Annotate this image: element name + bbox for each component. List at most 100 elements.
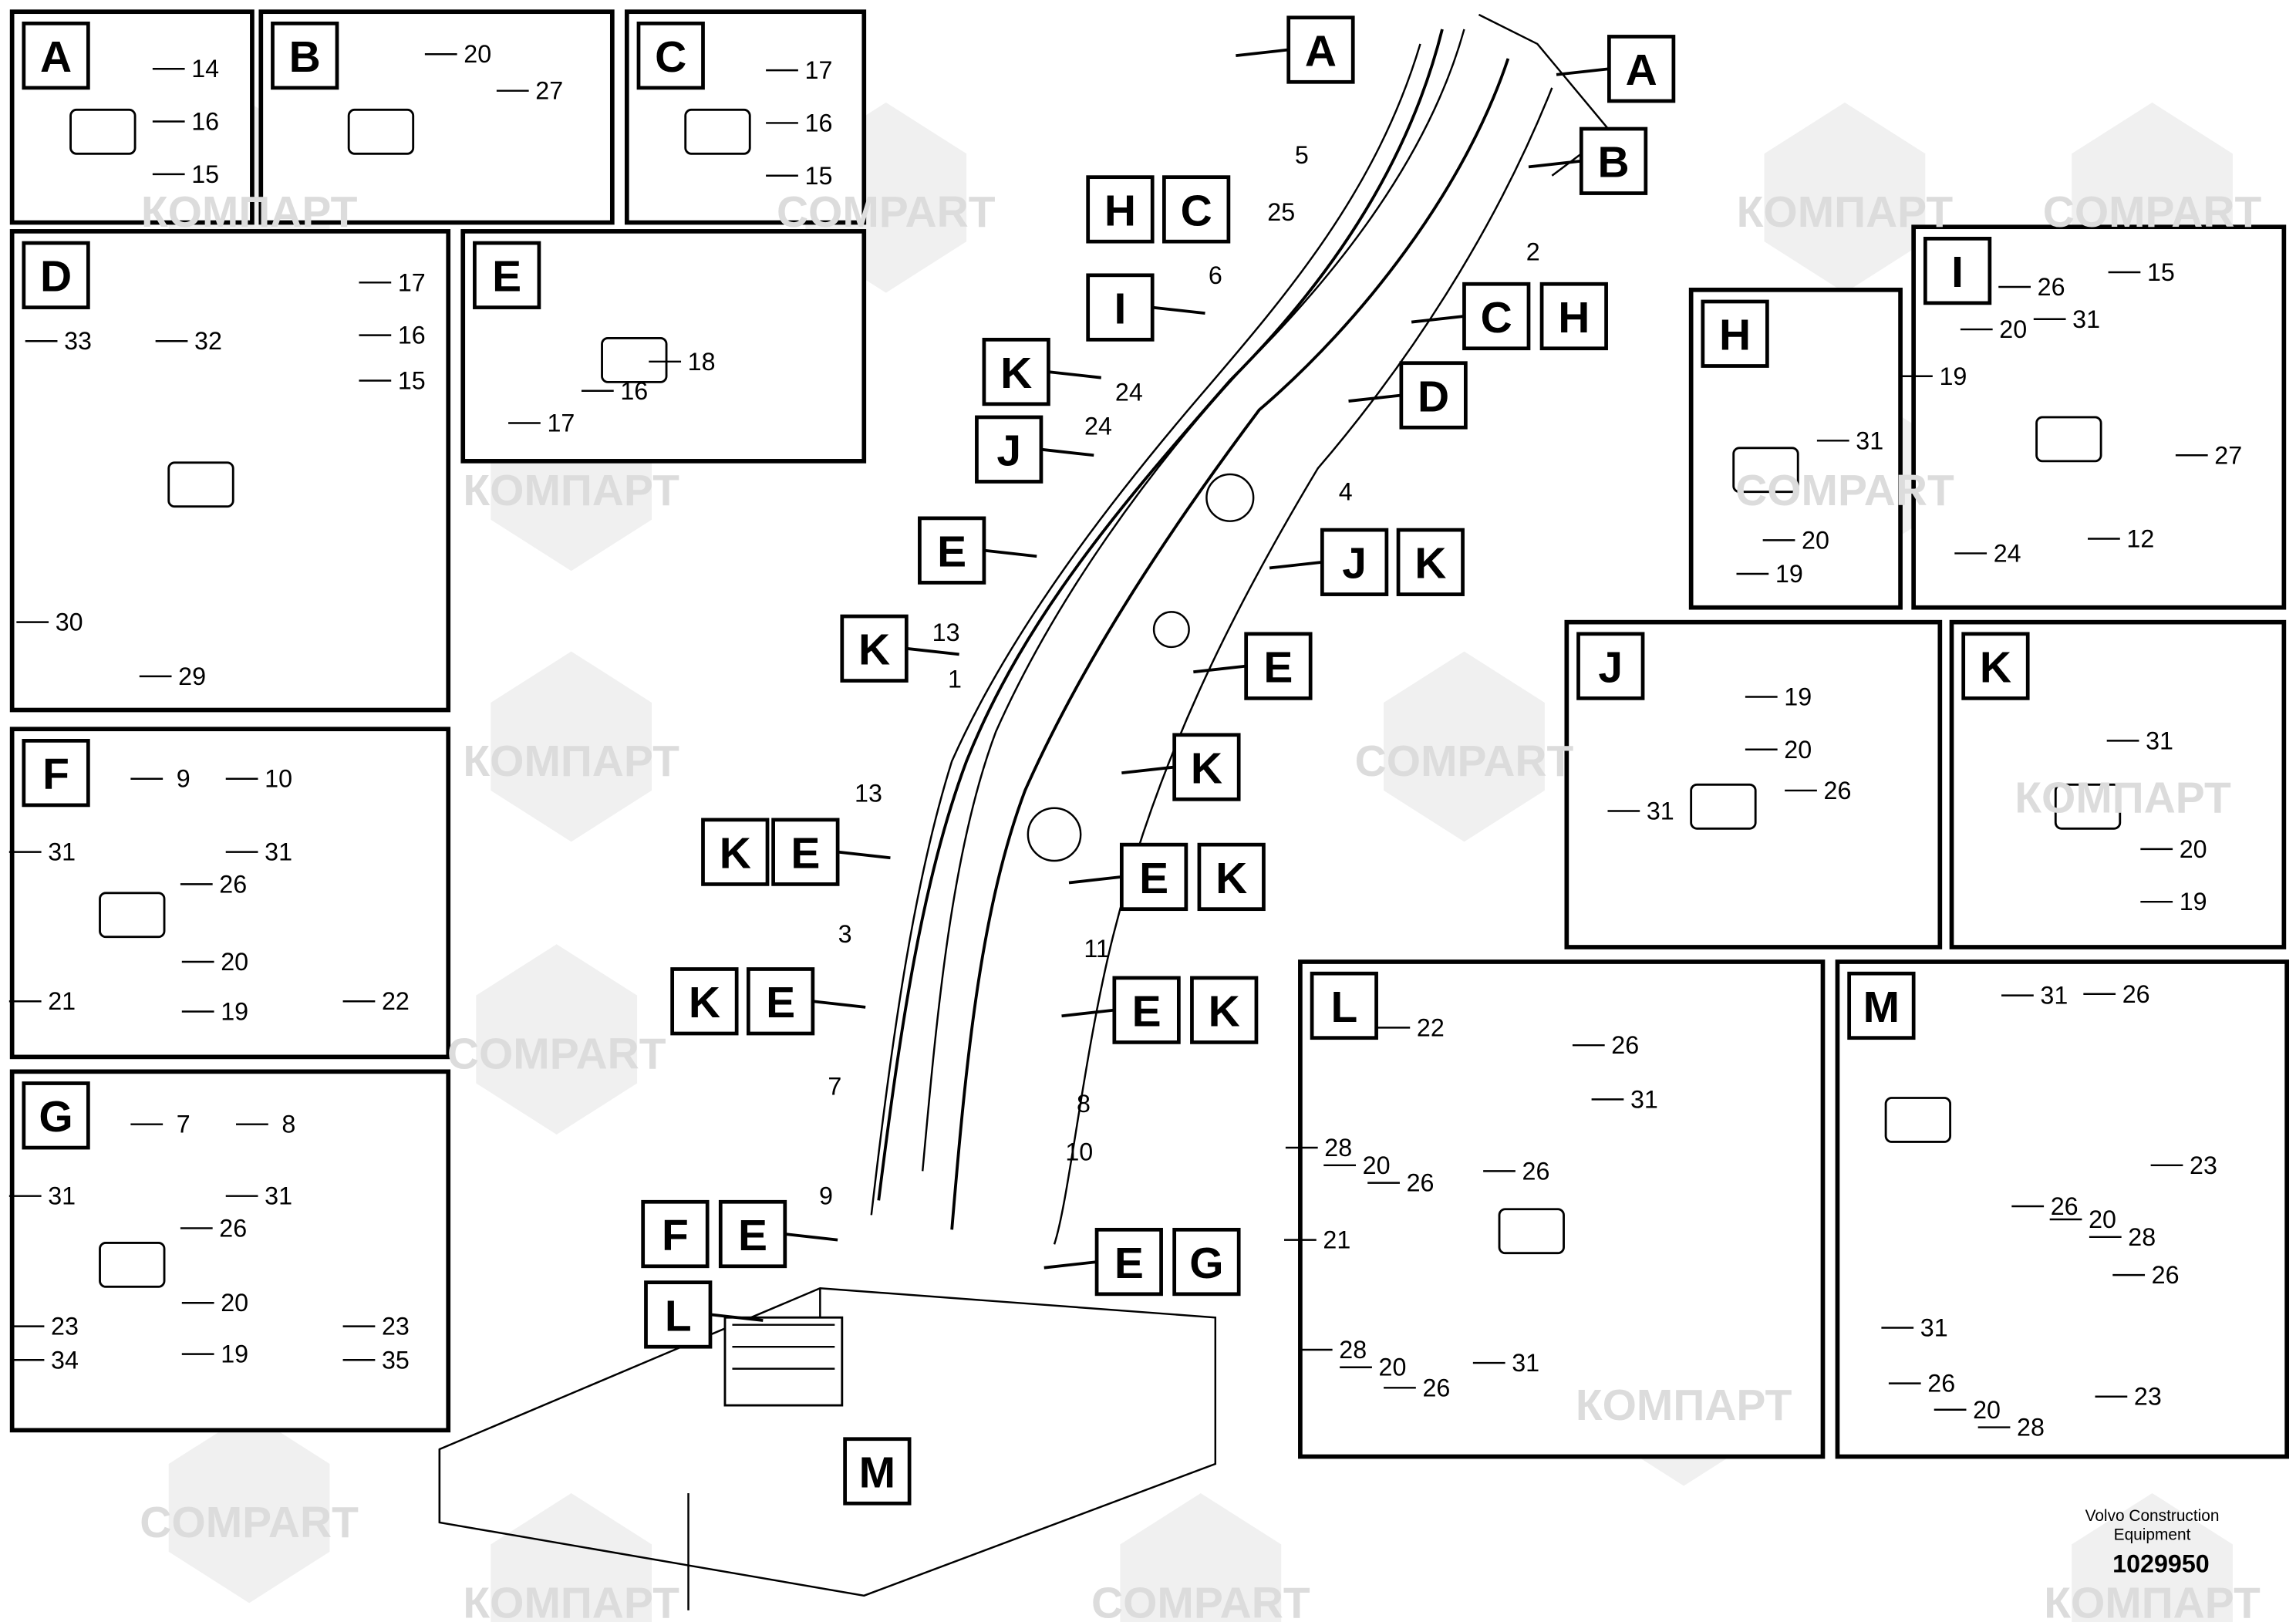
part-number: 21 <box>1323 1226 1350 1254</box>
callout-letter: K <box>858 626 890 675</box>
callout-letter: E <box>1132 987 1161 1037</box>
part-number: 20 <box>221 1289 248 1317</box>
part-number: 26 <box>1927 1370 1955 1398</box>
panel-letter-box <box>22 1081 90 1150</box>
callout-letter: A <box>1305 26 1337 76</box>
watermark-text: COMPART <box>777 187 996 237</box>
part-number: 24 <box>1084 412 1112 440</box>
watermark-hex <box>1384 651 1545 842</box>
watermark-hex <box>1120 1492 1282 1622</box>
watermark-hex <box>476 944 638 1135</box>
part-number: 28 <box>2017 1414 2045 1442</box>
part-number: 32 <box>194 327 222 355</box>
part-number: 31 <box>48 838 76 866</box>
callout-box-g <box>1172 1227 1241 1297</box>
watermark-hex <box>491 1492 652 1622</box>
callout-letter: E <box>791 829 820 878</box>
callout-box-e <box>1244 632 1313 700</box>
callout-arrow <box>837 850 891 860</box>
watermark-text: КОМПАРТ <box>2014 773 2231 822</box>
part-number: 17 <box>805 56 833 84</box>
callout-arrow <box>1411 315 1465 324</box>
callout-letter: L <box>665 1291 692 1340</box>
part-number: 1 <box>948 666 962 693</box>
component-sketch <box>2035 416 2102 463</box>
callout-box-k <box>1190 976 1259 1044</box>
part-number: 31 <box>265 838 292 866</box>
watermark-text: КОМПАРТ <box>463 466 679 515</box>
callout-arrow <box>1048 370 1101 379</box>
detail-panel-f <box>9 727 451 1060</box>
callout-box-k <box>1396 528 1465 596</box>
component-sketch <box>167 461 234 508</box>
callout-letter: C <box>1181 186 1212 235</box>
callout-letter: J <box>996 427 1021 476</box>
part-number: 27 <box>2214 441 2242 469</box>
callout-box-j <box>975 415 1043 484</box>
watermark-text: COMPART <box>447 1030 666 1079</box>
part-number: 33 <box>64 327 92 355</box>
part-number: 26 <box>2051 1192 2079 1220</box>
part-number: 35 <box>382 1346 410 1374</box>
component-sketch <box>1498 1208 1565 1255</box>
panel-letter-box <box>1923 237 1992 305</box>
part-number: 16 <box>620 377 648 405</box>
callout-arrow <box>812 1000 866 1009</box>
part-number: 14 <box>191 55 219 83</box>
callout-box-a <box>1286 15 1355 84</box>
part-number: 31 <box>1647 798 1674 825</box>
callout-box-f <box>641 1199 710 1269</box>
part-number: 19 <box>1784 683 1812 710</box>
callout-letter: E <box>937 528 966 577</box>
part-number: 20 <box>1999 315 2027 343</box>
callout-box-m <box>843 1437 912 1506</box>
panel-letter: F <box>42 750 69 799</box>
callout-letter: E <box>1114 1239 1144 1288</box>
excavator-boom-drawing <box>438 13 1613 1610</box>
callout-box-a <box>1607 35 1676 103</box>
part-number: 31 <box>2072 305 2100 333</box>
part-number: 3 <box>838 920 852 948</box>
part-number: 9 <box>819 1182 833 1210</box>
part-number: 4 <box>1339 478 1353 506</box>
part-number: 7 <box>828 1072 841 1100</box>
callout-box-k <box>840 614 909 683</box>
detail-panel-e <box>460 229 867 464</box>
panel-letter-box <box>1961 632 2030 700</box>
part-number: 20 <box>2180 835 2207 863</box>
footer-company: Volvo Construction <box>2085 1507 2220 1525</box>
callout-box-e <box>771 818 840 886</box>
callout-letter: E <box>1139 854 1168 903</box>
part-number: 31 <box>1920 1313 1948 1341</box>
part-number: 26 <box>1422 1374 1450 1401</box>
part-number: 15 <box>398 366 426 394</box>
callout-letter: E <box>738 1211 767 1260</box>
panel-letter: L <box>1330 983 1357 1032</box>
callout-box-b <box>1579 126 1648 195</box>
callout-arrow <box>1528 159 1582 169</box>
drawing-number: 1029950 <box>2112 1549 2210 1577</box>
component-sketch <box>601 337 668 383</box>
part-number: 19 <box>1775 560 1803 588</box>
panel-letter-box <box>1576 632 1645 700</box>
part-number: 20 <box>1784 736 1812 764</box>
part-number: 19 <box>1939 363 1967 390</box>
part-number: 28 <box>2128 1223 2156 1251</box>
part-number: 10 <box>1065 1138 1093 1166</box>
part-number: 16 <box>398 322 426 349</box>
panel-letter: D <box>40 252 72 302</box>
panel-letter-box <box>636 21 705 90</box>
panel-letter-box <box>1847 971 1916 1040</box>
component-sketch <box>69 108 137 155</box>
detail-panel-c <box>624 9 867 225</box>
detail-panel-a <box>9 9 255 225</box>
callout-letter: G <box>1189 1239 1223 1288</box>
callout-arrow <box>1043 1260 1097 1270</box>
part-number: 15 <box>191 160 219 188</box>
panel-letter-box <box>1310 971 1378 1040</box>
part-number: 22 <box>1417 1013 1445 1041</box>
part-number: 31 <box>1856 427 1883 454</box>
watermark-text: COMPART <box>2043 187 2262 237</box>
part-number: 26 <box>2038 273 2065 301</box>
callout-arrow <box>1121 765 1175 775</box>
